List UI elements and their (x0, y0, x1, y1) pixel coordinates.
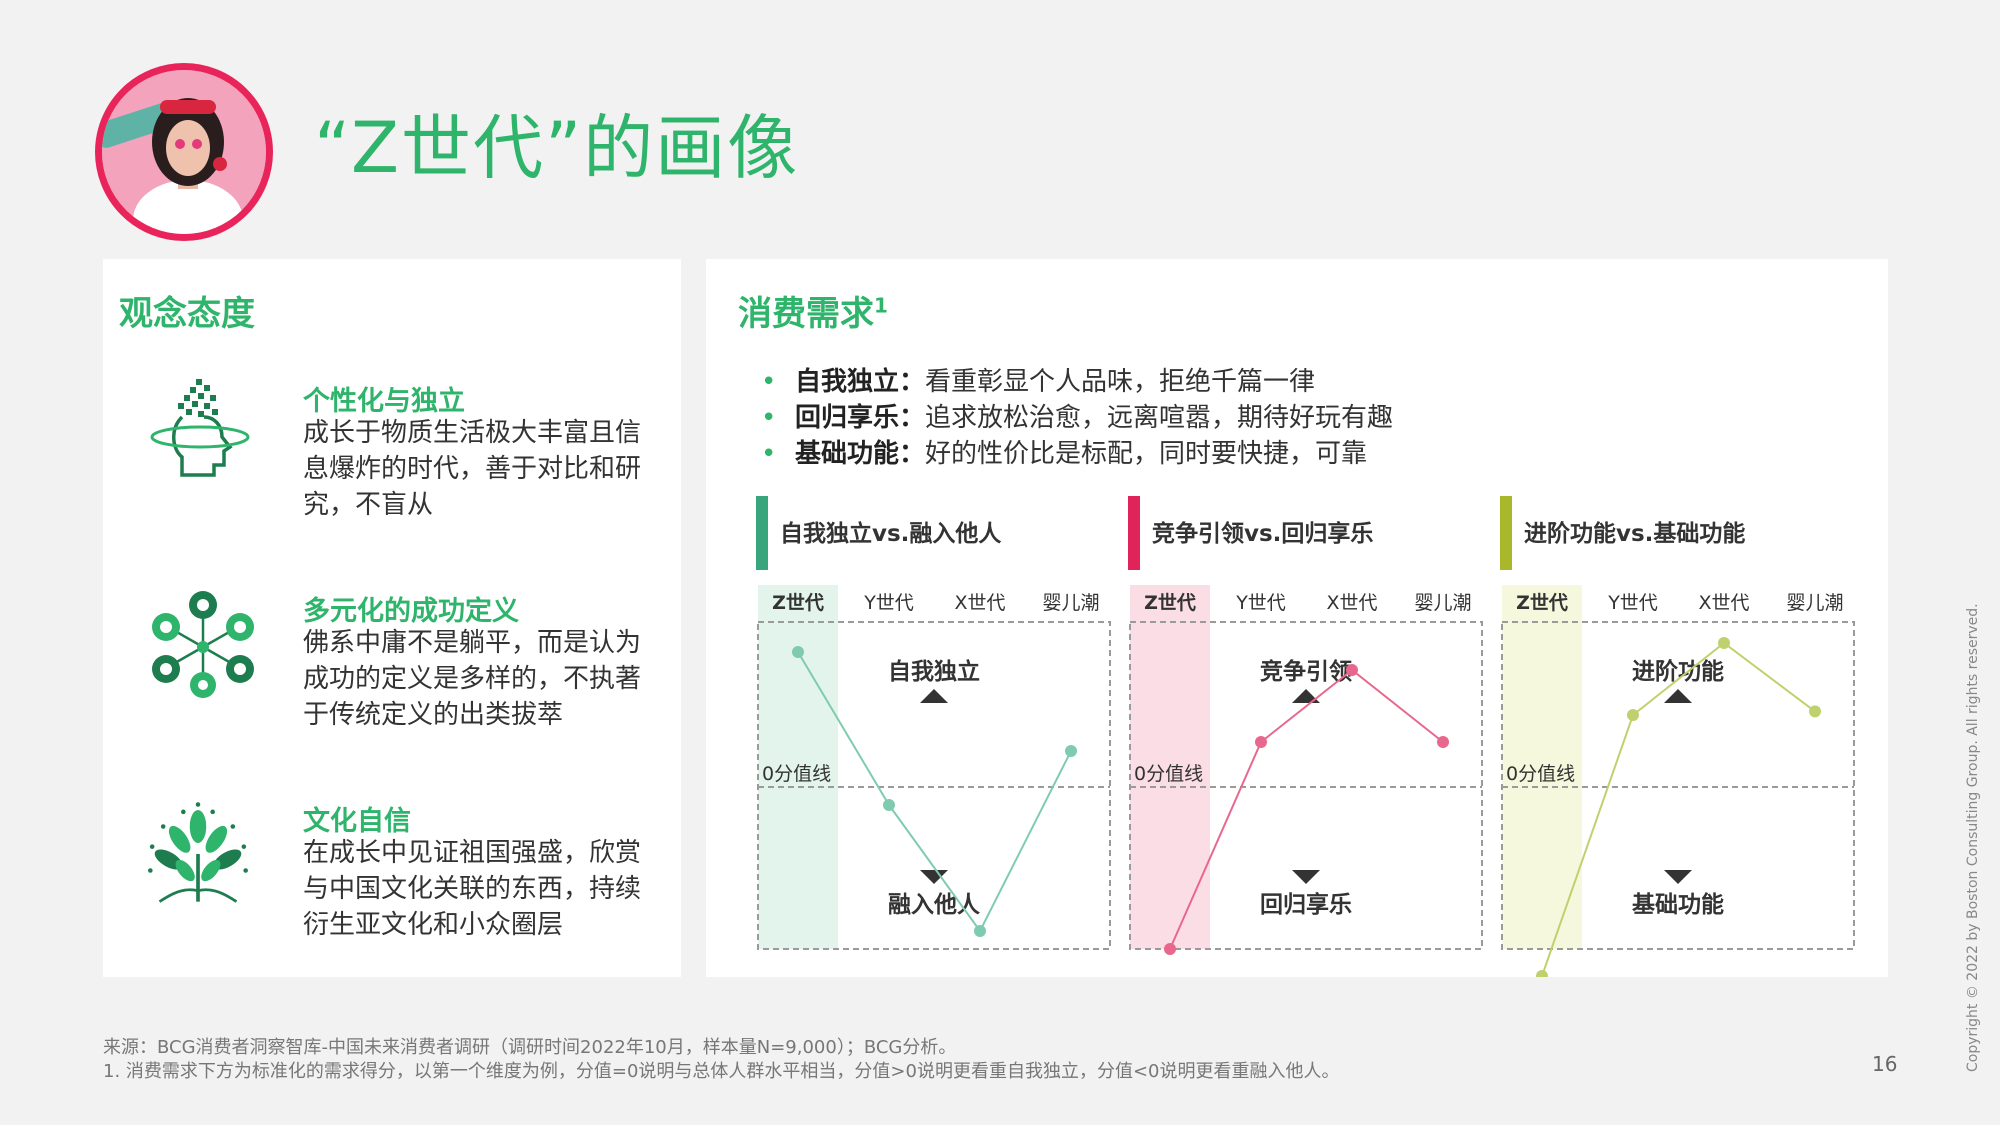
consumption-panel: 消费需求1 • 自我独立：看重彰显个人品味，拒绝千篇一律 • 回归享乐：追求放松治愈… (706, 259, 1888, 977)
avatar-photo (95, 63, 273, 241)
pixel-head-icon (150, 379, 250, 477)
attitude-title-culture: 文化自信 (303, 806, 411, 837)
chart-title-bar (756, 496, 768, 570)
chart-category-label: Z世代 (772, 592, 824, 614)
data-point (1065, 745, 1077, 757)
chart-zero-label: 0分值线 (1506, 763, 1575, 785)
up-arrow-icon (920, 689, 948, 703)
chart-category-label: Y世代 (1235, 592, 1286, 614)
consumption-heading-text: 消费需求 (738, 294, 874, 334)
copyright: Copyright © 2022 by Boston Consulting Gr… (1965, 603, 1981, 1072)
demand-bullet-label: 回归享乐： (795, 403, 926, 433)
attitude-desc-success: 佛系中庸不是躺平，而是认为成功的定义是多样的，不执著于传统定义的出类拔萃 (303, 628, 642, 730)
chart-top-label: 竞争引领 (1260, 658, 1352, 685)
demand-bullet-text: 看重彰显个人品味，拒绝千篇一律 (925, 367, 1316, 397)
data-point (1255, 736, 1267, 748)
chart-category-label: Y世代 (863, 592, 914, 614)
series-line (797, 651, 1072, 933)
chart-category-label: X世代 (1326, 592, 1377, 614)
data-point (1627, 709, 1639, 721)
chart-zero-label: 0分值线 (762, 763, 831, 785)
series-line (1541, 641, 1816, 977)
chart-bottom-label: 融入他人 (888, 892, 981, 918)
chart-top-label: 自我独立 (888, 658, 980, 685)
down-arrow-icon (920, 870, 948, 884)
attitude-desc-culture: 在成长中见证祖国强盛，欣赏与中国文化关联的东西，持续衍生亚文化和小众圈层 (303, 838, 642, 940)
chart-bottom-label: 基础功能 (1632, 891, 1724, 918)
chart-title: 进阶功能vs.基础功能 (1524, 520, 1745, 547)
page-title: “Z世代”的画像 (314, 107, 800, 189)
chart-title-bar (1128, 496, 1140, 570)
attitude-panel: 观念态度 个性化与独立 成长于物质生活极大丰富且信息爆炸的时代，善于对比和研究，… (103, 259, 681, 977)
bullet-dot-icon: • (761, 367, 777, 397)
chart-zero-label: 0分值线 (1134, 763, 1203, 785)
bullet-dot-icon: • (761, 403, 777, 433)
page-number: 16 (1872, 1052, 1898, 1076)
chart-frame (1501, 621, 1855, 950)
attitude-heading: 观念态度 (119, 294, 255, 334)
footnote-marker: 1 (874, 293, 888, 318)
bullet-dot-icon: • (761, 439, 777, 469)
tree-icon (148, 802, 248, 903)
data-point (1809, 705, 1821, 718)
chart-category-label: 婴儿潮 (1414, 592, 1471, 614)
attitude-title-individuality: 个性化与独立 (303, 386, 465, 417)
demand-bullet-label: 基础功能： (795, 439, 926, 469)
chart-category-label: Y世代 (1607, 592, 1658, 614)
data-point (883, 799, 895, 811)
down-arrow-icon (1292, 870, 1320, 884)
footnote: 1. 消费需求下方为标准化的需求得分，以第一个维度为例，分值=0说明与总体人群水… (103, 1061, 1340, 1082)
demand-bullet: • 回归享乐：追求放松治愈，远离喧嚣，期待好玩有趣 (761, 400, 1393, 436)
chart-highlight-column (1502, 585, 1582, 949)
chart-top-label: 进阶功能 (1632, 658, 1724, 685)
chart-bottom-label: 回归享乐 (1260, 891, 1352, 918)
demand-bullet: • 自我独立：看重彰显个人品味，拒绝千篇一律 (761, 364, 1393, 400)
chart-title: 自我独立vs.融入他人 (780, 520, 1002, 547)
demand-bullet-list: • 自我独立：看重彰显个人品味，拒绝千篇一律 • 回归享乐：追求放松治愈，远离喧嚣，… (761, 364, 1393, 472)
data-point (1437, 736, 1449, 748)
series-line (1169, 668, 1444, 950)
chart-category-label: Z世代 (1144, 592, 1196, 614)
source-note: 来源：BCG消费者洞察智库-中国未来消费者调研（调研时间2022年10月，样本量… (103, 1037, 957, 1058)
data-point (974, 925, 986, 937)
up-arrow-icon (1664, 689, 1692, 703)
down-arrow-icon (1664, 870, 1692, 884)
demand-bullet-text: 好的性价比是标配，同时要快捷，可靠 (925, 439, 1368, 469)
data-point (1164, 943, 1176, 955)
chart-category-label: 婴儿潮 (1042, 592, 1099, 614)
up-arrow-icon (1292, 689, 1320, 703)
data-point (1536, 970, 1548, 977)
data-point (792, 646, 804, 658)
chart-title-bar (1500, 496, 1512, 570)
chart-category-label: Z世代 (1516, 592, 1568, 614)
chart-title: 竞争引领vs.回归享乐 (1152, 520, 1373, 547)
attitude-desc-individuality: 成长于物质生活极大丰富且信息爆炸的时代，善于对比和研究，不盲从 (303, 418, 642, 520)
consumption-heading: 消费需求1 (738, 286, 888, 335)
chart-highlight-column (758, 585, 838, 949)
chart-category-label: X世代 (1698, 592, 1749, 614)
demand-bullet: • 基础功能：好的性价比是标配，同时要快捷，可靠 (761, 436, 1393, 472)
demand-bullet-text: 追求放松治愈，远离喧嚣，期待好玩有趣 (925, 403, 1394, 433)
chart-frame (1129, 621, 1483, 950)
network-people-icon (152, 591, 254, 698)
data-point (1346, 664, 1358, 676)
chart-category-label: 婴儿潮 (1786, 592, 1843, 614)
attitude-title-success: 多元化的成功定义 (303, 596, 519, 627)
demand-bullet-label: 自我独立： (795, 367, 926, 397)
chart-category-label: X世代 (954, 592, 1005, 614)
data-point (1718, 637, 1730, 649)
chart-frame (757, 621, 1111, 950)
